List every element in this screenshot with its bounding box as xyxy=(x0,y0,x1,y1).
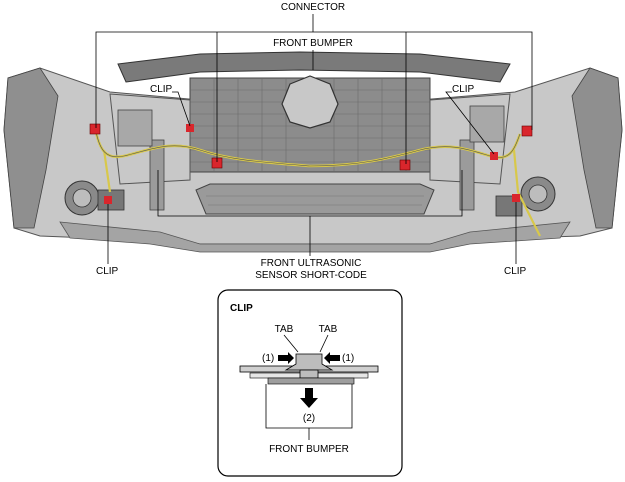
connector-label: CONNECTOR xyxy=(281,2,345,13)
press-arrow-left xyxy=(278,352,294,364)
pull-arrow-down xyxy=(300,388,318,408)
step1-label-left: (1) xyxy=(262,353,274,364)
sensor-label-line2: SENSOR SHORT-CODE xyxy=(255,270,367,281)
bumper-illustration xyxy=(3,51,623,253)
clip-label-lower-left: CLIP xyxy=(96,266,119,277)
bumper-lower-valance xyxy=(59,221,571,253)
sensor-label-line1: FRONT ULTRASONIC xyxy=(261,258,362,269)
tab-label-left: TAB xyxy=(275,324,294,335)
connector-left-outer xyxy=(89,123,101,135)
clip-label-lower-right: CLIP xyxy=(504,266,527,277)
clip-upper-right-marker xyxy=(490,152,498,160)
step2-label: (2) xyxy=(303,413,315,424)
clip-detail-box: CLIP TAB TAB (1) (1) (2) FRONT BUMPER xyxy=(217,289,403,477)
bumper-left-corner xyxy=(3,67,59,229)
leader-lines xyxy=(95,14,533,264)
clip-upper-left-marker xyxy=(186,124,194,132)
lower-grille-opening xyxy=(195,183,435,215)
step1-label-right: (1) xyxy=(342,353,354,364)
upper-reinforcement xyxy=(117,51,511,83)
detail-title: CLIP xyxy=(230,303,253,314)
clip-lower-left-marker xyxy=(104,196,112,204)
right-inner-frame xyxy=(429,93,511,185)
bumper-right-corner xyxy=(571,67,623,229)
front-bumper-label: FRONT BUMPER xyxy=(273,38,353,49)
connector-right-outer xyxy=(521,125,533,137)
left-inner-frame xyxy=(109,93,191,185)
clip-lower-right-marker xyxy=(512,194,520,202)
emblem-mount xyxy=(281,75,339,129)
detail-bottom-label: FRONT BUMPER xyxy=(269,444,349,455)
tab-label-right: TAB xyxy=(319,324,338,335)
press-arrow-right xyxy=(324,352,340,364)
clip-label-upper-right: CLIP xyxy=(452,84,475,95)
connector-right-inner xyxy=(399,159,411,171)
detail-clip xyxy=(284,353,334,371)
clip-label-upper-left: CLIP xyxy=(150,84,173,95)
